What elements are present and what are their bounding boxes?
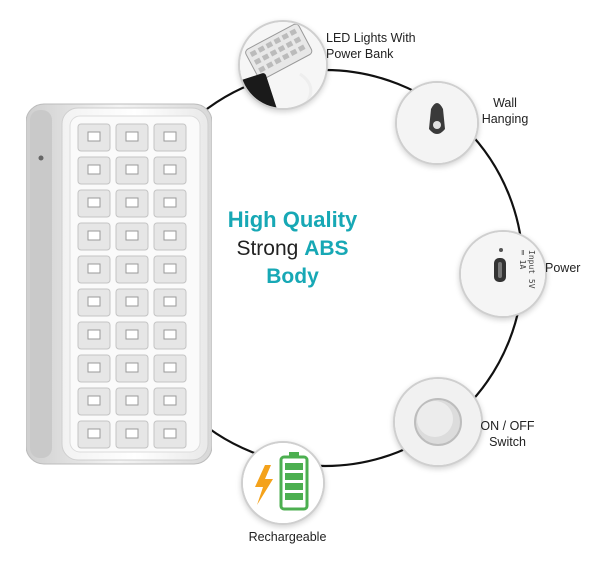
led-chip xyxy=(163,164,177,175)
led-chip xyxy=(163,263,177,274)
led-chip xyxy=(125,263,139,274)
usb-port-icon xyxy=(461,232,545,316)
battery-bolt-icon xyxy=(243,443,323,523)
rechargeable-badge xyxy=(241,441,325,525)
led-chip xyxy=(163,296,177,307)
led-chip xyxy=(125,197,139,208)
label-on-off-switch: ON / OFF Switch xyxy=(480,419,535,449)
headline-line2-accent: ABS xyxy=(304,237,349,260)
label-led-power-bank: LED Lights With Power Bank xyxy=(326,31,416,61)
led-chip xyxy=(125,164,139,175)
led-chip xyxy=(125,395,139,406)
led-chip xyxy=(87,395,101,406)
led-chip xyxy=(87,131,101,142)
emergency-lamp-image xyxy=(26,103,212,465)
led-chip xyxy=(87,362,101,373)
port-input-text: Input 5V ═ 1A xyxy=(506,250,536,290)
led-chip xyxy=(163,329,177,340)
led-chip xyxy=(163,197,177,208)
headline-line3: Body xyxy=(266,265,319,288)
led-chip xyxy=(163,131,177,142)
led-chip xyxy=(87,296,101,307)
led-chip xyxy=(125,131,139,142)
power-badge xyxy=(459,230,547,318)
led-chip xyxy=(125,329,139,340)
led-power-bank-icon xyxy=(240,22,326,108)
led-chip xyxy=(163,230,177,241)
label-power: Power xyxy=(545,261,581,275)
led-chip xyxy=(87,197,101,208)
led-chip xyxy=(163,428,177,439)
led-chip xyxy=(125,230,139,241)
led-chip xyxy=(87,428,101,439)
led-chip xyxy=(163,362,177,373)
headline-line1: High Quality xyxy=(227,207,358,232)
headline-line2: Strong ABS xyxy=(205,235,380,263)
led-chip xyxy=(87,230,101,241)
led-power-bank-badge xyxy=(238,20,328,110)
led-chip xyxy=(125,428,139,439)
wall-hook-icon xyxy=(397,83,477,163)
led-chip xyxy=(125,296,139,307)
port-input-line2: 5V ═ 1A xyxy=(518,250,536,289)
led-chip xyxy=(125,362,139,373)
switch-button-icon xyxy=(395,379,481,465)
switch-badge xyxy=(393,377,483,467)
led-chip xyxy=(87,329,101,340)
led-chip xyxy=(87,263,101,274)
led-chip xyxy=(163,395,177,406)
port-input-line1: Input xyxy=(527,250,536,275)
led-chip xyxy=(87,164,101,175)
label-wall-hanging: Wall Hanging xyxy=(481,96,529,126)
headline: High Quality Strong ABS Body xyxy=(205,205,380,291)
label-rechargeable: Rechargeable xyxy=(248,530,327,544)
headline-line2-prefix: Strong xyxy=(236,237,305,260)
wall-hanging-badge xyxy=(395,81,479,165)
